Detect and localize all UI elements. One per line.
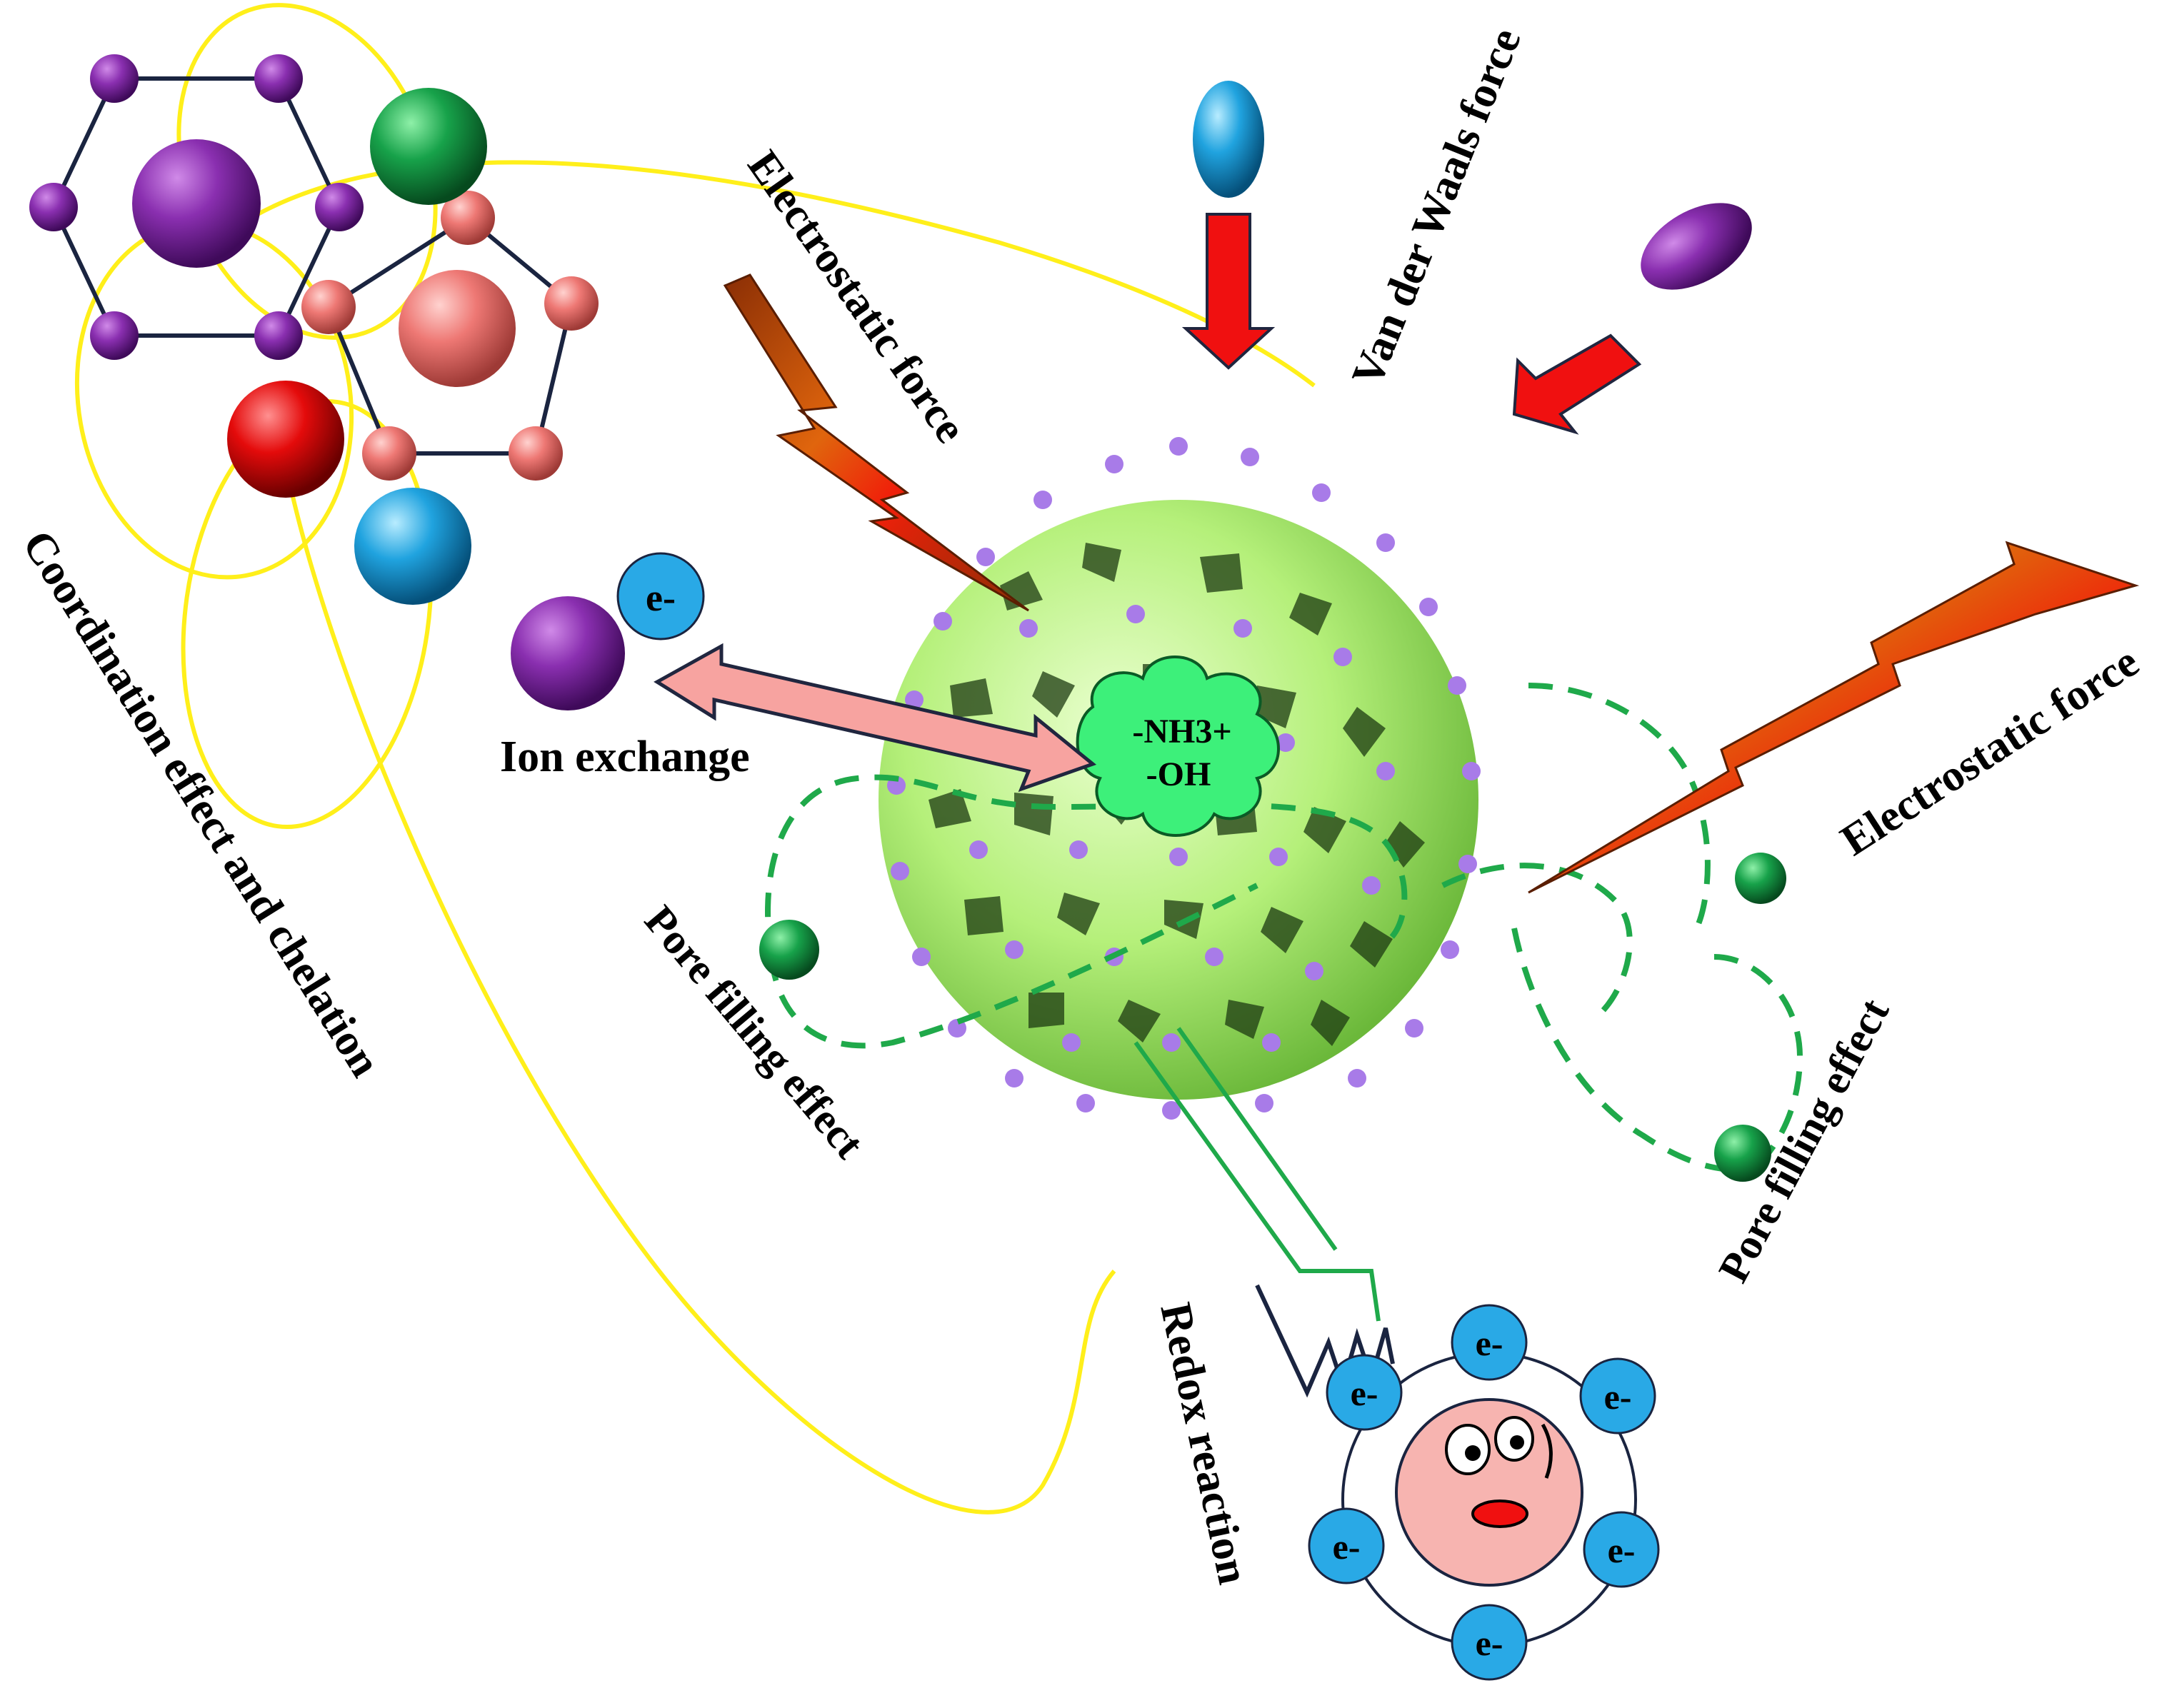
svg-text:e-: e- [1333,1527,1361,1567]
red-arrow-top [1181,213,1276,370]
blue-molecule [1193,81,1264,198]
exchange-ion [511,596,625,710]
pentagon-molecule [301,191,599,481]
coordination-label: Coordination effect and chelation [13,522,390,1085]
svg-text:e-: e- [1476,1623,1503,1663]
van-der-waals-label: Van der Waals force [1343,21,1531,393]
hexagon-molecule [29,54,364,360]
surface-dots [887,437,1481,1120]
blue-ion [354,488,471,605]
svg-text:e-: e- [1351,1373,1378,1413]
svg-text:e-: e- [1604,1377,1632,1417]
exchange-electron: e- [616,552,705,640]
svg-text:e-: e- [1476,1323,1503,1363]
ion-exchange-arrow [654,643,1097,793]
atom-electrons: e- e- e- e- e- e- [1308,1304,1660,1681]
svg-text:e-: e- [646,576,676,619]
oh-group-label: -OH [1146,755,1211,793]
atom-core [1395,1398,1583,1587]
purple-molecule [1641,203,1752,290]
pore-particle-right-top [1735,853,1786,904]
functional-group-cloud: -NH3+ -OH [1076,655,1280,837]
red-arrow-right [1512,333,1642,435]
nh3-group-label: -NH3+ [1132,713,1231,750]
pore-particle-left [759,920,819,980]
ion-exchange-label: Ion exchange [500,733,750,781]
lightning-bolt-right [1528,541,2140,894]
pore-filling-left-label: Pore filling effect [636,897,874,1167]
green-ion [370,88,487,205]
redox-atom: e- e- e- e- e- e- [1308,1304,1660,1681]
svg-text:e-: e- [1608,1530,1636,1570]
pore-particle-right-bottom [1714,1125,1771,1182]
redox-label: Redox reaction [1151,1299,1258,1588]
red-ion [227,381,344,498]
electrostatic-top-label: Electrostatic force [739,142,976,451]
lightning-bolt-top [723,273,1029,612]
